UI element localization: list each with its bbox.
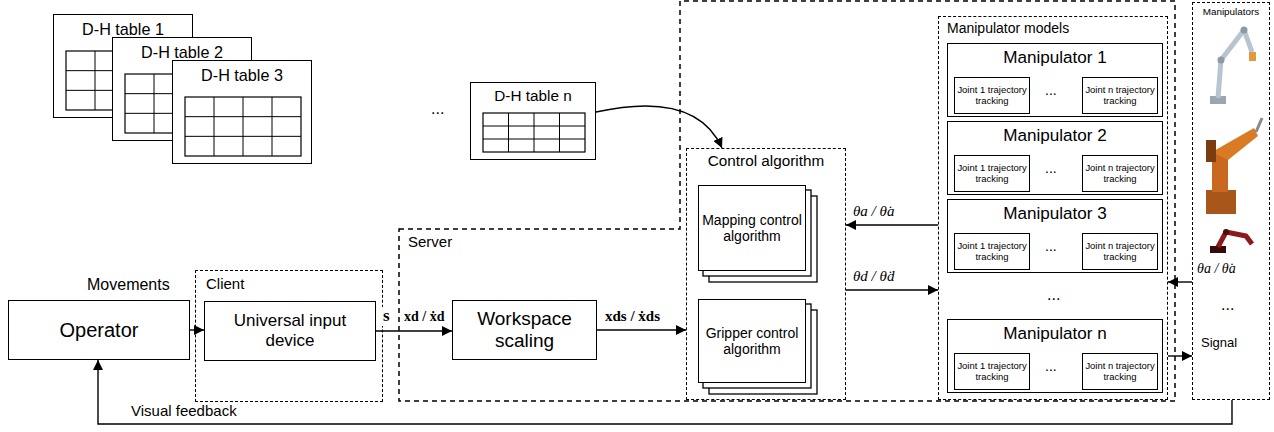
ellipsis-mark: ... (1044, 161, 1058, 176)
box-text: Joint 1 trajectory tracking (957, 85, 1027, 107)
arrow-connector (376, 330, 452, 331)
joint-box: Joint n trajectory tracking (1082, 77, 1158, 114)
ellipsis-mark: ... (1220, 296, 1235, 314)
box-text: Gripper control algorithm (701, 325, 803, 357)
manipulator-box: Manipulator n Joint 1 trajectory tracking… (947, 319, 1163, 393)
edge-label: xds / ẋds (604, 308, 661, 325)
box-text: Joint n trajectory tracking (1085, 361, 1155, 383)
edge-label: Signal (1200, 336, 1238, 350)
arrow-connector (190, 329, 204, 330)
models-group: Manipulator modelsManipulator 1 Joint 1 t… (938, 16, 1168, 400)
dh-table: D-H table n (470, 82, 596, 160)
box-title: Control algorithm (687, 153, 845, 170)
arrow-connector (597, 329, 686, 330)
box-title: Manipulators (1193, 7, 1269, 18)
joint-box: Joint n trajectory tracking (1082, 155, 1158, 192)
box-text: Operator (60, 319, 139, 342)
process-box: Workspace scaling (452, 300, 597, 360)
box-text: Joint 1 trajectory tracking (957, 361, 1027, 383)
edge-label: Visual feedback (130, 403, 238, 420)
box-text: Joint n trajectory tracking (1085, 85, 1155, 107)
box-title: Manipulator 1 (948, 49, 1162, 68)
ellipsis-mark: ... (430, 100, 445, 118)
arrow-connector (846, 289, 938, 290)
arrow-connector (596, 106, 722, 148)
box-text: Mapping control algorithm (701, 212, 803, 244)
server-region: ServerWorkspace scaling Control algorithm… (398, 0, 1176, 402)
client-region: ClientUniversal input device (195, 270, 383, 402)
edge-label: s (382, 307, 391, 326)
input-device-box: Universal input device (204, 301, 376, 361)
box-text: Joint n trajectory tracking (1085, 241, 1155, 263)
robot-arm-industrial (1206, 118, 1262, 214)
joint-box: Joint 1 trajectory tracking (954, 155, 1030, 192)
arrow-connector (846, 224, 938, 225)
box-title: Client (206, 276, 244, 293)
arrow-connector (1168, 281, 1192, 282)
edge-label: θa / θ̇a (852, 203, 895, 220)
robot-arm-light (1210, 27, 1256, 105)
manipulator-box: Manipulator 3 Joint 1 trajectory tracking… (947, 199, 1163, 273)
box-text: Workspace scaling (455, 308, 594, 352)
edge-label: θa / θ̇a (1196, 261, 1237, 276)
box-text: Joint n trajectory tracking (1085, 163, 1155, 185)
ellipsis-mark: ... (1044, 239, 1058, 254)
edge-label: Movements (86, 276, 171, 294)
joint-box: Joint 1 trajectory tracking (954, 353, 1030, 390)
manipulator-box: Manipulator 1 Joint 1 trajectory tracking… (947, 43, 1163, 117)
control-group: Control algorithmMapping control algorit… (686, 148, 846, 400)
box-title: Manipulator 2 (948, 127, 1162, 146)
dh-table: D-H table 3 (172, 60, 312, 164)
box-title: D-H table 3 (173, 67, 311, 85)
ellipsis-mark: ... (1044, 83, 1058, 98)
operator-box: Operator (8, 300, 190, 360)
ellipsis-mark: ... (1044, 359, 1058, 374)
algorithm-box: Gripper control algorithm (698, 299, 806, 383)
algorithm-box: Mapping control algorithm (698, 185, 806, 271)
box-title: Server (408, 234, 452, 251)
ellipsis-mark: ... (1046, 286, 1061, 304)
joint-box: Joint 1 trajectory tracking (954, 77, 1030, 114)
arrow-connector (1168, 355, 1192, 356)
box-text: Universal input device (207, 311, 373, 350)
box-text: Joint 1 trajectory tracking (957, 241, 1027, 263)
manipulator-box: Manipulator 2 Joint 1 trajectory tracking… (947, 121, 1163, 195)
box-text: Joint 1 trajectory tracking (957, 163, 1027, 185)
joint-box: Joint n trajectory tracking (1082, 233, 1158, 270)
edge-label: θd / θ̇d (852, 268, 895, 285)
robot-arm-small (1210, 229, 1252, 253)
joint-box: Joint 1 trajectory tracking (954, 233, 1030, 270)
joint-box: Joint n trajectory tracking (1082, 353, 1158, 390)
box-title: D-H table n (471, 88, 595, 105)
box-title: Manipulator models (947, 21, 1069, 36)
box-title: Manipulator n (948, 325, 1162, 344)
box-title: Manipulator 3 (948, 205, 1162, 224)
signal-label: xd / ẋd (403, 309, 445, 324)
